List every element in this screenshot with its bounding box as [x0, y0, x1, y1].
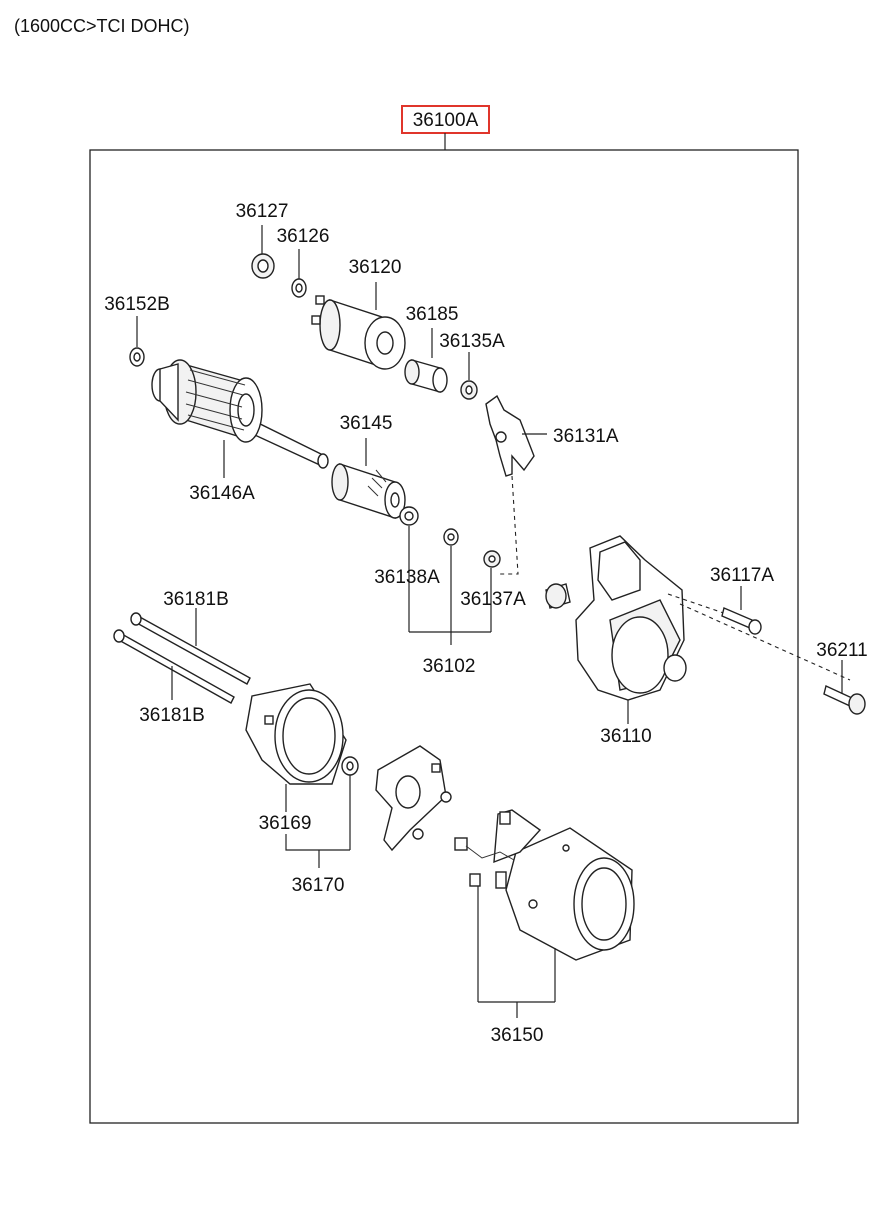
label-36185[interactable]: 36185: [406, 304, 459, 325]
label-36145[interactable]: 36145: [340, 413, 393, 434]
label-36211[interactable]: 36211: [816, 640, 867, 661]
label-36126[interactable]: 36126: [277, 226, 330, 247]
label-36169[interactable]: 36169: [259, 813, 312, 834]
label-36138A[interactable]: 36138A: [374, 567, 440, 588]
label-36150[interactable]: 36150: [491, 1025, 544, 1046]
part-36185-plunger[interactable]: 36185: [404, 304, 459, 393]
label-36135A[interactable]: 36135A: [439, 331, 505, 352]
part-36131A-lever[interactable]: 36131A: [485, 394, 619, 575]
part-36146A-armature[interactable]: 36146A: [151, 359, 329, 504]
label-36146A[interactable]: 36146A: [189, 483, 255, 504]
part-36117A-bolt[interactable]: 36117A: [667, 565, 774, 635]
part-36138A-ring[interactable]: 36138A: [374, 506, 440, 632]
part-36127-nut[interactable]: 36127: [236, 201, 289, 279]
assembly-frame: [89, 149, 799, 1124]
part-36181B-bolt-upper[interactable]: 36181B: [130, 589, 251, 685]
part-36152B-washer[interactable]: 36152B: [104, 294, 170, 367]
label-36117A[interactable]: 36117A: [710, 565, 774, 586]
part-36135A-bushing[interactable]: 36135A: [439, 331, 505, 400]
label-36152B[interactable]: 36152B: [104, 294, 170, 315]
label-36181B-lower[interactable]: 36181B: [139, 705, 205, 726]
group-36102-bracket: 36102: [409, 631, 491, 677]
part-36170-washer[interactable]: 36170: [285, 756, 359, 896]
part-36211-bolt[interactable]: 36211: [679, 603, 868, 715]
brush-holder[interactable]: [375, 745, 452, 852]
assembly-part-number[interactable]: 36100A: [413, 110, 479, 131]
part-36169-rear-bracket[interactable]: 36169: [245, 683, 347, 834]
part-36145-pinion-gear[interactable]: 36145: [331, 413, 406, 519]
label-36137A[interactable]: 36137A: [460, 589, 526, 610]
part-36120-solenoid[interactable]: 36120: [311, 257, 406, 370]
part-36137A-clip[interactable]: 36137A: [460, 550, 526, 632]
label-36127[interactable]: 36127: [236, 201, 289, 222]
part-36110-front-housing[interactable]: 36110: [545, 535, 687, 747]
label-36120[interactable]: 36120: [349, 257, 402, 278]
label-36102[interactable]: 36102: [423, 656, 476, 677]
label-36181B-upper[interactable]: 36181B: [163, 589, 229, 610]
part-36126-washer[interactable]: 36126: [277, 226, 330, 298]
assembly-callout[interactable]: 36100A: [401, 105, 490, 150]
label-36110[interactable]: 36110: [600, 726, 651, 747]
part-36150-yoke-assembly[interactable]: 36150: [454, 809, 635, 1046]
engine-spec-title: (1600CC>TCI DOHC): [14, 16, 190, 36]
part-36102-washer[interactable]: [443, 528, 459, 645]
label-36170[interactable]: 36170: [292, 875, 345, 896]
label-36131A[interactable]: 36131A: [553, 426, 619, 447]
part-36181B-bolt-lower[interactable]: 36181B: [113, 629, 235, 726]
